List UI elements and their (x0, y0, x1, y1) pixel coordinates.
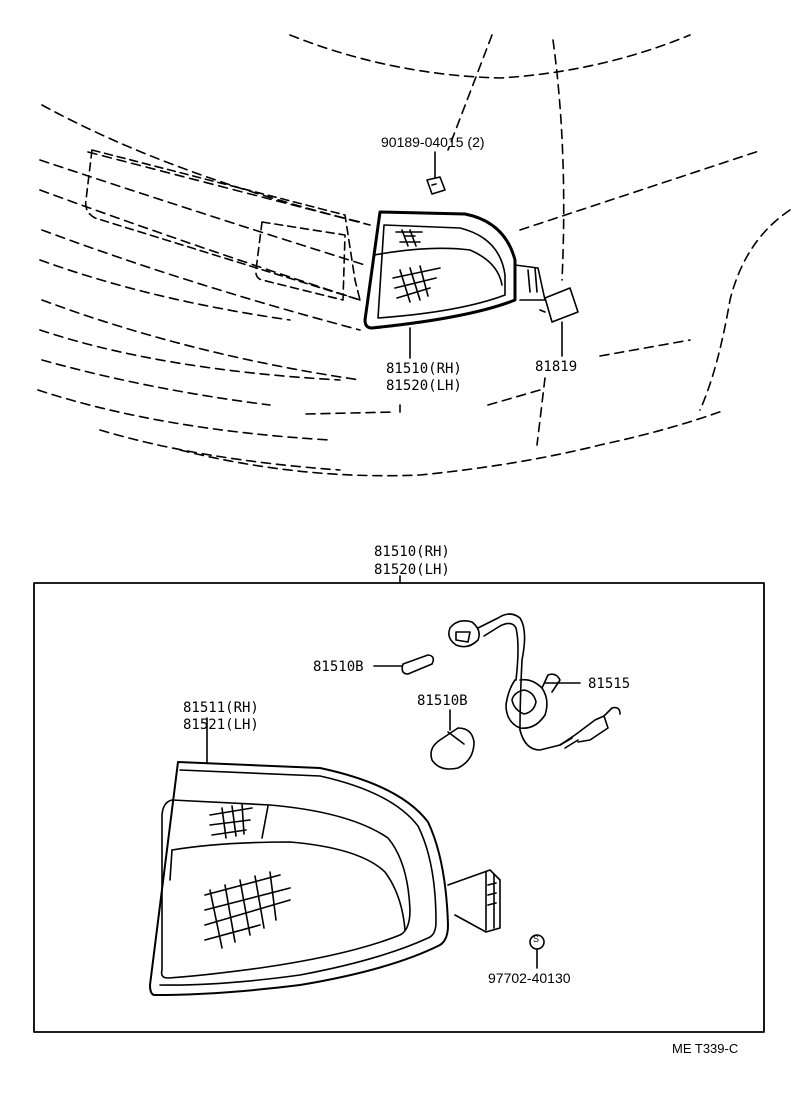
grille-outline (84, 149, 361, 301)
upper-cover-drawing (539, 287, 579, 323)
detail-frame (33, 582, 765, 1033)
label-assembly-lh: 81520(LH) (374, 562, 450, 578)
label-bulb-part: 81510B (417, 693, 468, 709)
label-lens-lh: 81521(LH) (183, 717, 259, 733)
label-screw-lower: 97702-40130 (488, 970, 571, 986)
ref-code: ME T339-C (672, 1041, 739, 1056)
label-lamp-rh-upper: 81510(RH) (386, 361, 462, 377)
label-cord-part: 81515 (588, 676, 631, 692)
upper-lamp-drawing (363, 210, 546, 330)
label-screw-s-symbol: S (533, 934, 540, 944)
label-socket-part: 81510B (313, 659, 364, 675)
wedge-bulb-drawing (373, 654, 435, 675)
screw-symbol-drawing (529, 934, 545, 969)
car-body-outline (37, 34, 791, 477)
label-lamp-lh-upper: 81520(LH) (386, 378, 462, 394)
lens-housing-drawing (149, 717, 501, 996)
socket-cord-drawing (448, 613, 621, 751)
label-assembly-rh: 81510(RH) (374, 544, 450, 560)
label-screw-upper: 90189-04015 (2) (381, 134, 485, 150)
upper-clip-drawing (426, 176, 446, 195)
label-cover-upper: 81819 (535, 359, 578, 375)
round-bulb-drawing (430, 709, 475, 770)
label-lens-rh: 81511(RH) (183, 700, 259, 716)
